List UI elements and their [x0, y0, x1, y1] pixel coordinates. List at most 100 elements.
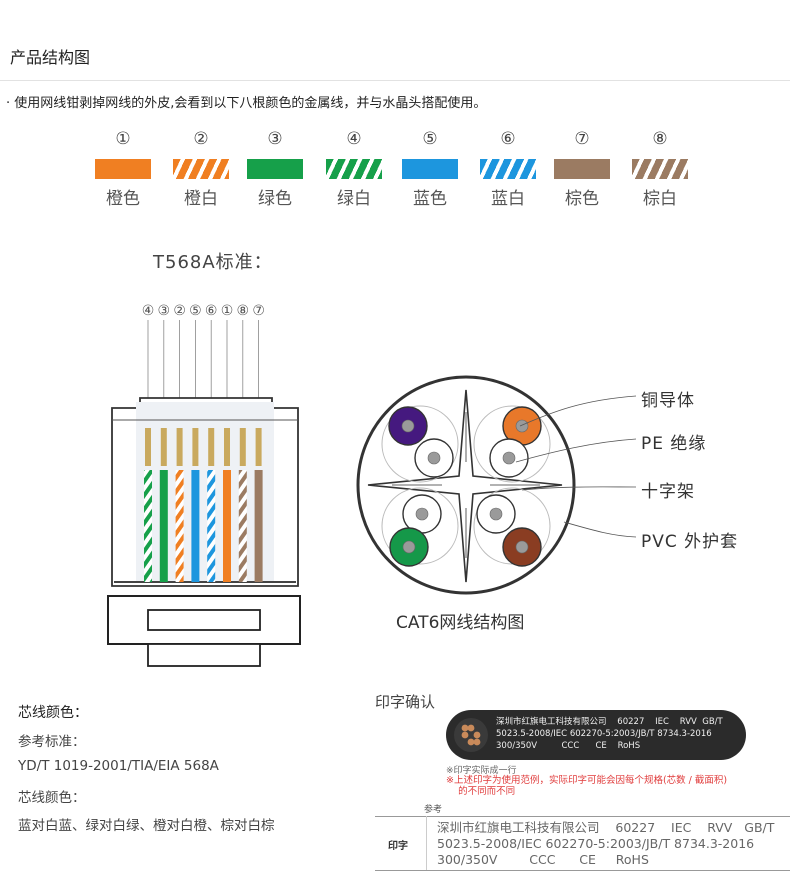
wire-number-6: ⑥	[500, 129, 516, 149]
connector-pin-label: ②	[173, 303, 186, 319]
reference-standard-label: 参考标准：	[18, 734, 86, 750]
cable-end-core	[467, 738, 475, 746]
print-sample-text: 深圳市红旗电工科技有限公司 60227 IEC RVV GB/T 5023.5-…	[496, 717, 723, 751]
cat6-cross-section-diagram	[356, 375, 637, 595]
connector-wire-striped	[144, 470, 152, 582]
wire-swatch-8	[632, 159, 688, 179]
wire-label-3: 绿色	[258, 189, 292, 209]
wire-swatch-4	[326, 159, 382, 179]
copper-conductor	[515, 540, 529, 554]
connector-wire-striped	[207, 470, 216, 582]
leader-pvc	[563, 521, 637, 538]
cat6-caption: CAT6网线结构图	[396, 613, 525, 633]
wire-number-3: ③	[267, 129, 283, 149]
wire-swatch-1	[95, 159, 151, 179]
wire-number-7: ⑦	[574, 129, 590, 149]
wire-label-8: 棕白	[643, 189, 677, 209]
cable-end-core	[473, 738, 481, 746]
wire-label-7: 棕色	[565, 189, 599, 209]
connector-wire-solid	[159, 470, 168, 582]
connector-latch-tab	[147, 643, 261, 667]
wire-number-1: ①	[115, 129, 131, 149]
cable-end-core	[461, 724, 469, 732]
wire-label-6: 蓝白	[491, 189, 525, 209]
wire-label-2: 橙白	[184, 189, 218, 209]
connector-contact	[255, 428, 262, 466]
connector-contact	[192, 428, 199, 466]
core-color-heading: 芯线颜色：	[18, 705, 88, 721]
section-divider	[0, 80, 790, 81]
table-bottom-border	[375, 870, 790, 871]
cross-separator	[367, 389, 563, 583]
leader-cross	[521, 486, 637, 491]
connector-wire-solid	[191, 470, 200, 582]
copper-conductor	[401, 419, 415, 433]
copper-conductor	[415, 507, 429, 521]
cable-end-core	[461, 731, 469, 739]
cable-print-sample	[446, 710, 746, 760]
connector-wire-striped	[238, 470, 247, 582]
connector-pin-label: ⑦	[252, 303, 265, 319]
connector-wire-striped	[175, 470, 184, 582]
reference-label: 参考	[424, 805, 443, 815]
cable-end-core	[467, 724, 475, 732]
connector-wire-solid	[223, 470, 231, 582]
leader-copper	[519, 395, 637, 427]
copper-conductor	[489, 507, 503, 521]
core-color-pairs: 蓝对白蓝、绿对白绿、橙对白橙、棕对白棕	[18, 818, 275, 834]
connector-contact	[176, 428, 183, 466]
callout-cross-separator: 十字架	[641, 482, 695, 502]
copper-conductor	[502, 451, 516, 465]
wire-swatch-5	[402, 159, 458, 179]
table-key-print: 印字	[388, 841, 408, 852]
wire-label-1: 橙色	[106, 189, 140, 209]
connector-inner-shell	[136, 402, 274, 582]
cable-end-core	[473, 731, 481, 739]
wire-number-4: ④	[346, 129, 362, 149]
print-note-single-line: ※印字实际成一行	[446, 766, 517, 776]
connector-wires	[144, 428, 263, 582]
connector-contact	[239, 428, 246, 466]
wire-label-5: 蓝色	[413, 189, 447, 209]
copper-conductor	[515, 419, 529, 433]
callout-pvc-jacket: PVC 外护套	[641, 532, 739, 552]
callout-pe-insulation: PE 绝缘	[641, 434, 707, 454]
connector-contact	[224, 428, 230, 466]
connector-pin-label: ③	[158, 303, 171, 319]
core-color-label: 芯线颜色：	[18, 790, 86, 806]
connector-pin-label: ④	[142, 303, 155, 319]
wire-number-2: ②	[193, 129, 209, 149]
wire-swatch-6	[480, 159, 536, 179]
connector-contact	[160, 428, 167, 466]
print-note-example: ※上述印字为使用范例，实际印字可能会因每个规格(芯数 / 截面积) 的不同而不同	[446, 775, 728, 797]
copper-conductor	[402, 540, 416, 554]
wire-label-4: 绿白	[337, 189, 371, 209]
wire-swatch-3	[247, 159, 303, 179]
connector-wire-solid	[254, 470, 263, 582]
wire-swatch-2	[173, 159, 229, 179]
t568a-standard-title: T568A标准：	[153, 252, 273, 273]
reference-standard-value: YD/T 1019-2001/TIA/EIA 568A	[18, 758, 219, 774]
connector-pin-label: ⑥	[205, 303, 218, 319]
wire-number-8: ⑧	[652, 129, 668, 149]
callout-copper-conductor: 铜导体	[641, 391, 695, 411]
copper-conductor	[427, 451, 441, 465]
table-value-print: 深圳市红旗电工科技有限公司 60227 IEC RVV GB/T 5023.5-…	[437, 820, 775, 867]
intro-text: · 使用网线钳剥掉网线的外皮,会看到以下八根颜色的金属线，并与水晶头搭配使用。	[6, 96, 487, 111]
wire-swatch-7	[554, 159, 610, 179]
table-column-divider	[426, 816, 427, 870]
connector-pin-label: ⑤	[189, 303, 202, 319]
section-title: 产品结构图	[10, 48, 91, 67]
cable-end-icon	[454, 718, 488, 752]
connector-contact	[208, 428, 215, 466]
table-top-border	[375, 816, 790, 817]
print-confirm-title: 印字确认	[375, 693, 436, 711]
connector-latch-window	[147, 609, 261, 631]
wire-number-5: ⑤	[422, 129, 438, 149]
connector-pin-label: ①	[221, 303, 234, 319]
connector-contact	[145, 428, 151, 466]
leader-pe	[515, 438, 637, 463]
connector-pin-label: ⑧	[237, 303, 250, 319]
